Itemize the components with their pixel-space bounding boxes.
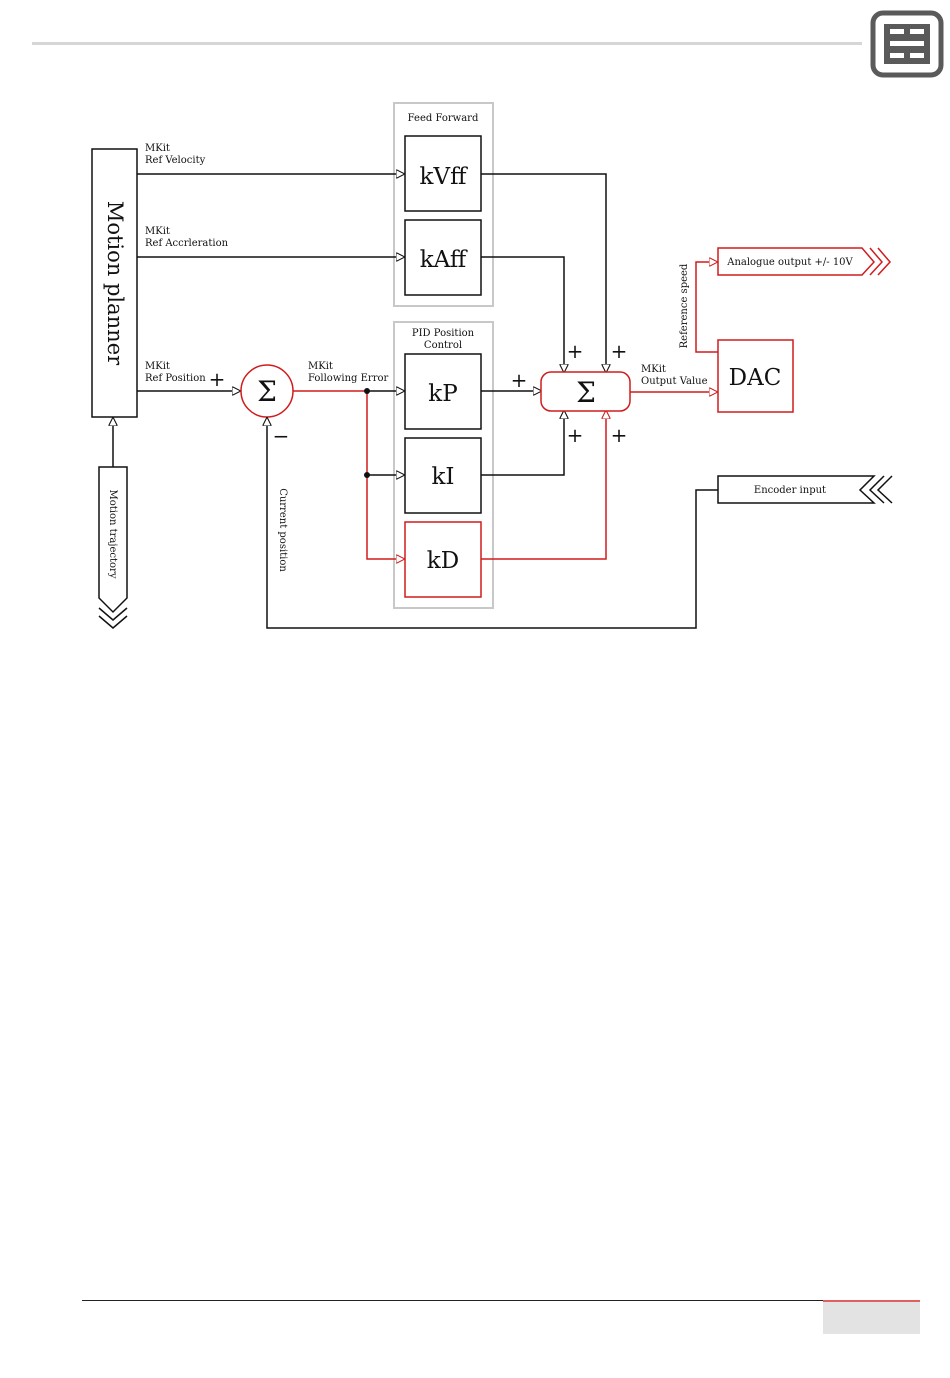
encoder-chevron-icon — [870, 476, 892, 503]
sum-plus-kaff: + — [567, 339, 584, 363]
kaff-label: kAff — [420, 247, 468, 273]
kd-label: kD — [427, 548, 459, 574]
following-error-label: Following Error — [308, 373, 388, 384]
error-sum-minus: − — [273, 424, 290, 448]
sum-plus-kp: + — [511, 368, 528, 392]
mkit-velocity-label: MKit — [145, 143, 170, 154]
dac-label: DAC — [729, 365, 782, 391]
ref-velocity-label: Ref Velocity — [145, 155, 206, 166]
pid-title-line2: Control — [424, 340, 462, 351]
pid-title-line1: PID Position — [412, 328, 475, 339]
ref-acceleration-label: Ref Accrleration — [145, 238, 229, 249]
control-loop-diagram: Feed Forward PID Position Control Motion… — [0, 0, 950, 700]
sum-plus-kvff: + — [611, 339, 628, 363]
mkit-error-label: MKit — [308, 361, 333, 372]
sum-plus-kd: + — [611, 423, 628, 447]
feed-forward-title: Feed Forward — [408, 113, 479, 124]
ki-label: kI — [431, 464, 454, 490]
reference-speed-label: Reference speed — [679, 263, 690, 348]
motion-planner-label: Motion planner — [103, 201, 127, 366]
sum-plus-ki: + — [567, 423, 584, 447]
mkit-output-label: MKit — [641, 364, 666, 375]
motion-trajectory-label: Motion trajectory — [107, 490, 118, 579]
mkit-position-label: MKit — [145, 361, 170, 372]
error-sum-plus: + — [209, 367, 226, 391]
kp-label: kP — [428, 381, 457, 407]
current-position-label: Current position — [277, 488, 288, 572]
mkit-acceleration-label: MKit — [145, 226, 170, 237]
error-sum-symbol: Σ — [257, 375, 277, 408]
footer-rule — [82, 1300, 920, 1301]
kvff-label: kVff — [420, 164, 469, 190]
output-value-label: Output Value — [641, 376, 708, 387]
ref-position-label: Ref Position — [145, 373, 206, 384]
encoder-input-label: Encoder input — [754, 485, 826, 496]
output-sum-symbol: Σ — [576, 376, 596, 409]
analogue-output-label: Analogue output +/- 10V — [726, 257, 853, 268]
page-number-tab — [823, 1300, 920, 1334]
